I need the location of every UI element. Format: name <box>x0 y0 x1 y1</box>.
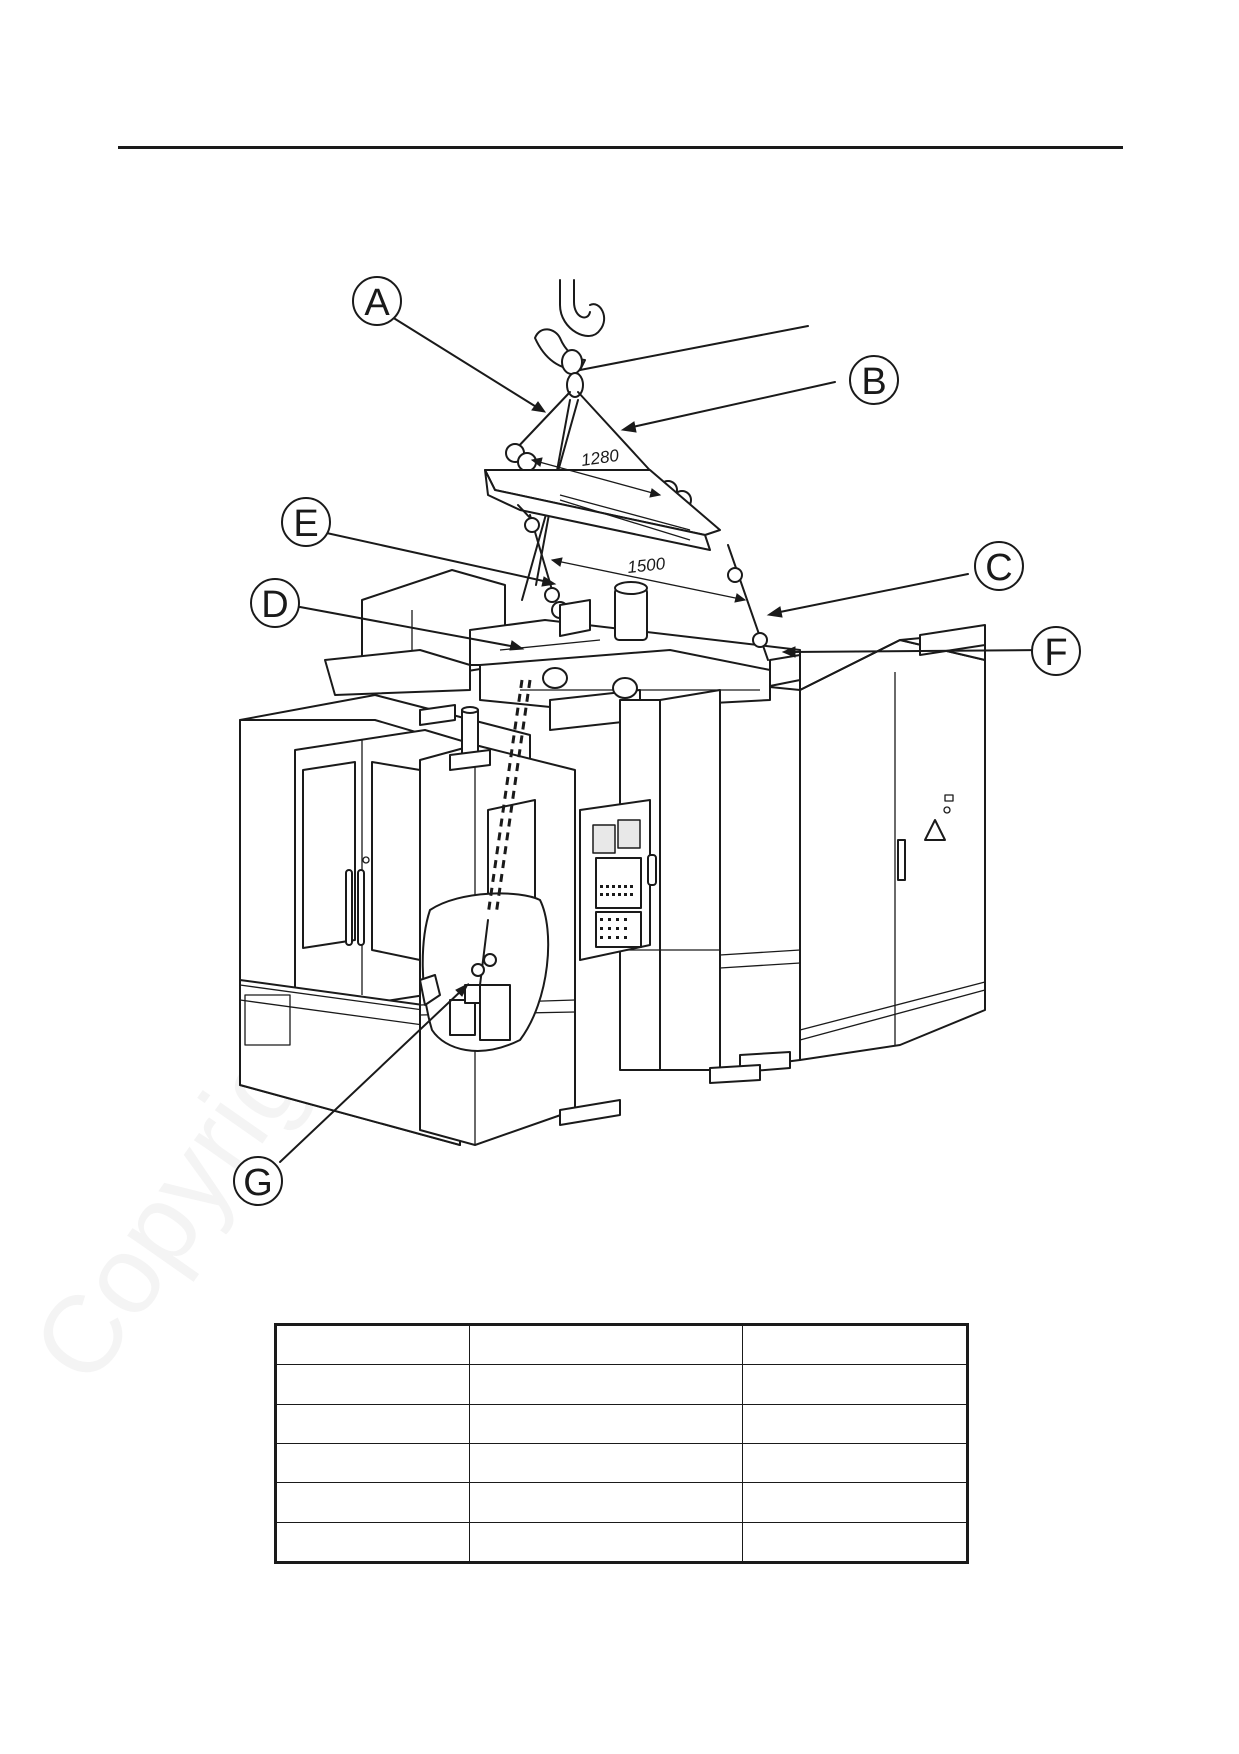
table-row <box>275 1364 968 1405</box>
callout-label: A <box>364 282 390 324</box>
callout-G: G <box>233 1156 283 1206</box>
table-row <box>275 1442 968 1484</box>
table-row <box>275 1403 968 1444</box>
table-row <box>275 1323 968 1366</box>
table-cell <box>275 1521 470 1564</box>
table-cell <box>275 1442 470 1484</box>
callout-D: D <box>250 578 300 628</box>
dimension-lower: 1500 <box>626 554 666 577</box>
table-row <box>275 1521 968 1564</box>
table-cell <box>742 1364 968 1405</box>
table-cell <box>468 1323 744 1366</box>
callout-B: B <box>849 355 899 405</box>
callout-label: F <box>1044 632 1067 674</box>
data-table <box>274 1323 969 1564</box>
callout-A: A <box>352 276 402 326</box>
table-cell <box>742 1323 968 1366</box>
lifting-gear <box>484 279 801 916</box>
dimension-upper: 1280 <box>580 446 621 470</box>
table-cell <box>468 1521 744 1564</box>
table-cell <box>468 1482 744 1523</box>
table-cell <box>742 1442 968 1484</box>
table-cell <box>742 1521 968 1564</box>
table-cell <box>468 1442 744 1484</box>
table-cell <box>742 1482 968 1523</box>
callout-E: E <box>281 497 331 547</box>
machine-body <box>239 569 986 1146</box>
table-cell <box>468 1364 744 1405</box>
callout-label: E <box>293 503 318 545</box>
callout-label: C <box>985 547 1012 589</box>
table-cell <box>468 1403 744 1444</box>
table-cell <box>742 1403 968 1444</box>
callout-leaders <box>279 316 1046 1163</box>
table-row <box>275 1482 968 1523</box>
callout-label: D <box>261 584 288 626</box>
callout-label: G <box>243 1162 273 1204</box>
callout-F: F <box>1031 626 1081 676</box>
table-cell <box>275 1323 470 1366</box>
header-rule <box>118 146 1123 149</box>
callout-C: C <box>974 541 1024 591</box>
table-cell <box>275 1403 470 1444</box>
callout-label: B <box>861 361 886 403</box>
table-cell <box>275 1482 470 1523</box>
table-cell <box>275 1364 470 1405</box>
